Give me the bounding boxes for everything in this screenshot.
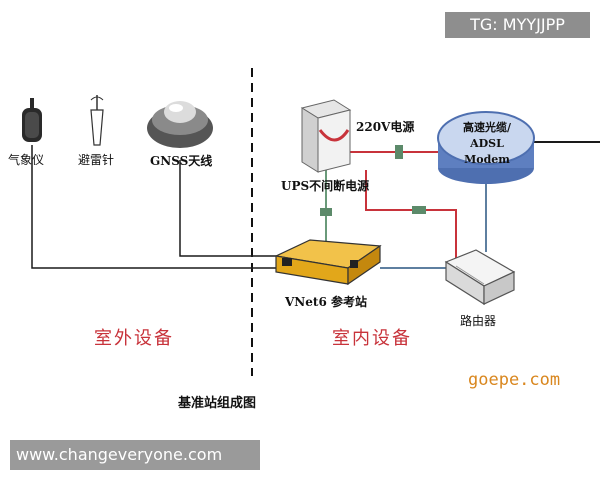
connector-tag (320, 208, 332, 216)
gnss-cable (179, 160, 278, 257)
watermark-top: TG: MYYJJPP (445, 12, 590, 38)
router-icon (444, 249, 516, 306)
lightning-rod-label: 避雷针 (78, 153, 115, 167)
connector-tag (412, 206, 426, 214)
modem-icon (437, 111, 535, 184)
gnss-antenna-icon (147, 101, 213, 148)
power-label: 220V电源 (356, 120, 415, 134)
outdoor-zone-label: 室外设备 (94, 328, 174, 349)
ups-label: UPS不间断电源 (281, 179, 370, 193)
ups-icon (300, 99, 352, 173)
brand-logo-text: goepe.com (468, 370, 561, 390)
weather-station-icon (22, 98, 42, 142)
vnet-device-icon (274, 239, 382, 286)
ups-router-power (365, 170, 457, 258)
watermark-bottom: www.changeveryone.com (10, 440, 260, 470)
weather-cable (31, 145, 278, 269)
connector-tag (395, 145, 403, 159)
vnet-label: VNet6 参考站 (285, 295, 367, 309)
gnss-antenna-label: GNSS天线 (150, 154, 213, 168)
router-label: 路由器 (460, 314, 497, 328)
modem-label: 高速光缆/ ADSL Modem (462, 121, 512, 166)
weather-station-label: 气象仪 (8, 153, 45, 167)
lightning-rod-icon (90, 95, 104, 146)
diagram-caption: 基准站组成图 (178, 396, 257, 411)
indoor-zone-label: 室内设备 (332, 328, 412, 349)
